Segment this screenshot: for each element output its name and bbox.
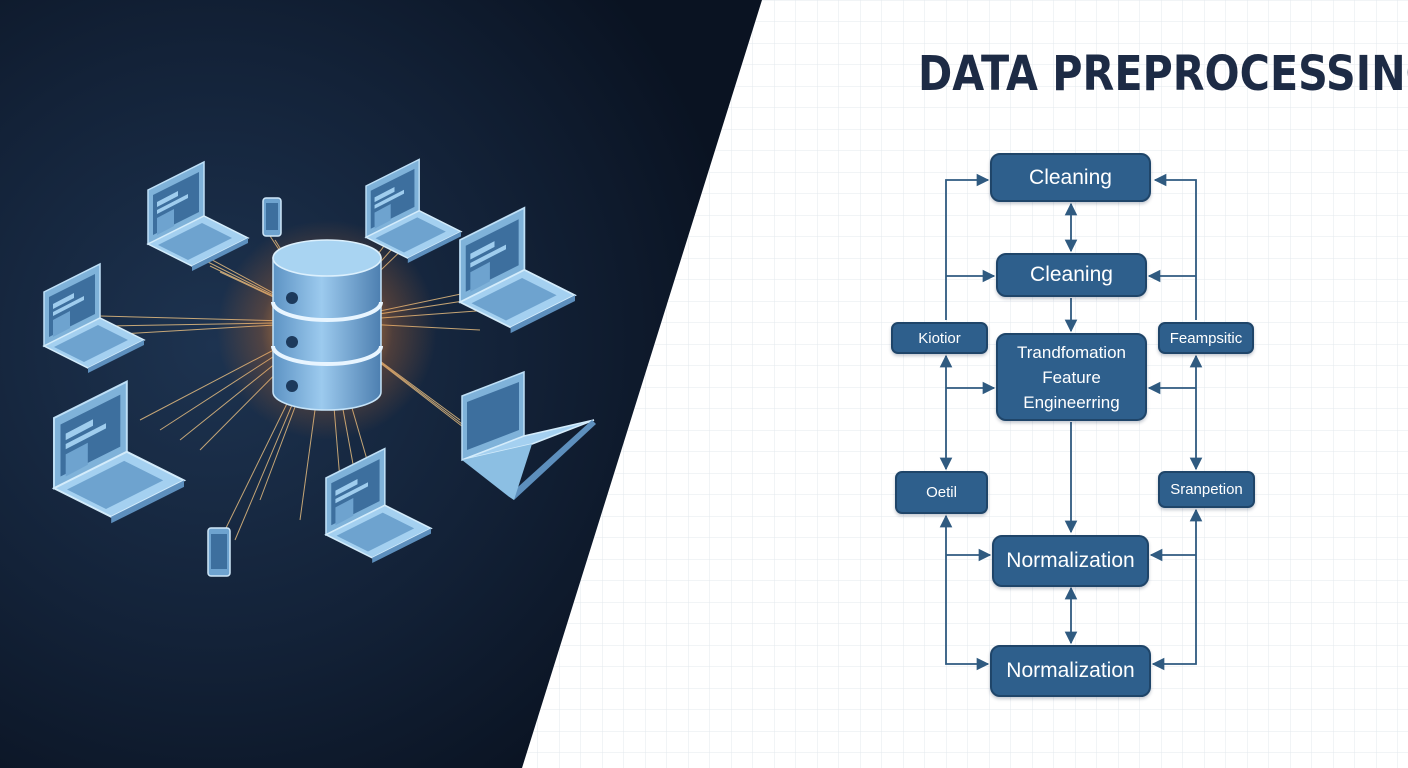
cleaning-node-top: Cleaning — [990, 153, 1151, 202]
side-node-right-bottom: Sranpetion — [1158, 471, 1255, 508]
phone-icon — [262, 197, 282, 237]
feature-label: Feature — [1042, 367, 1101, 387]
laptop-icon — [461, 370, 596, 500]
flow-connectors — [939, 173, 1203, 671]
database-icon — [271, 239, 383, 411]
transformation-node: Trandfomation Feature Engineerring — [996, 333, 1147, 421]
side-node-left-bottom: Oetil — [895, 471, 988, 514]
side-node-right-top: Feampsitic — [1158, 322, 1254, 354]
engineering-label: Engineerring — [1023, 392, 1120, 412]
side-node-left-top: Kiotior — [891, 322, 988, 354]
transformation-label: Trandfomation — [1017, 342, 1126, 362]
cleaning-node: Cleaning — [996, 253, 1147, 297]
phone-icon — [207, 527, 231, 577]
normalization-node: Normalization — [992, 535, 1149, 587]
diagram-title: DATA PREPROCESSING — [918, 46, 1408, 102]
normalization-node-bottom: Normalization — [990, 645, 1151, 697]
